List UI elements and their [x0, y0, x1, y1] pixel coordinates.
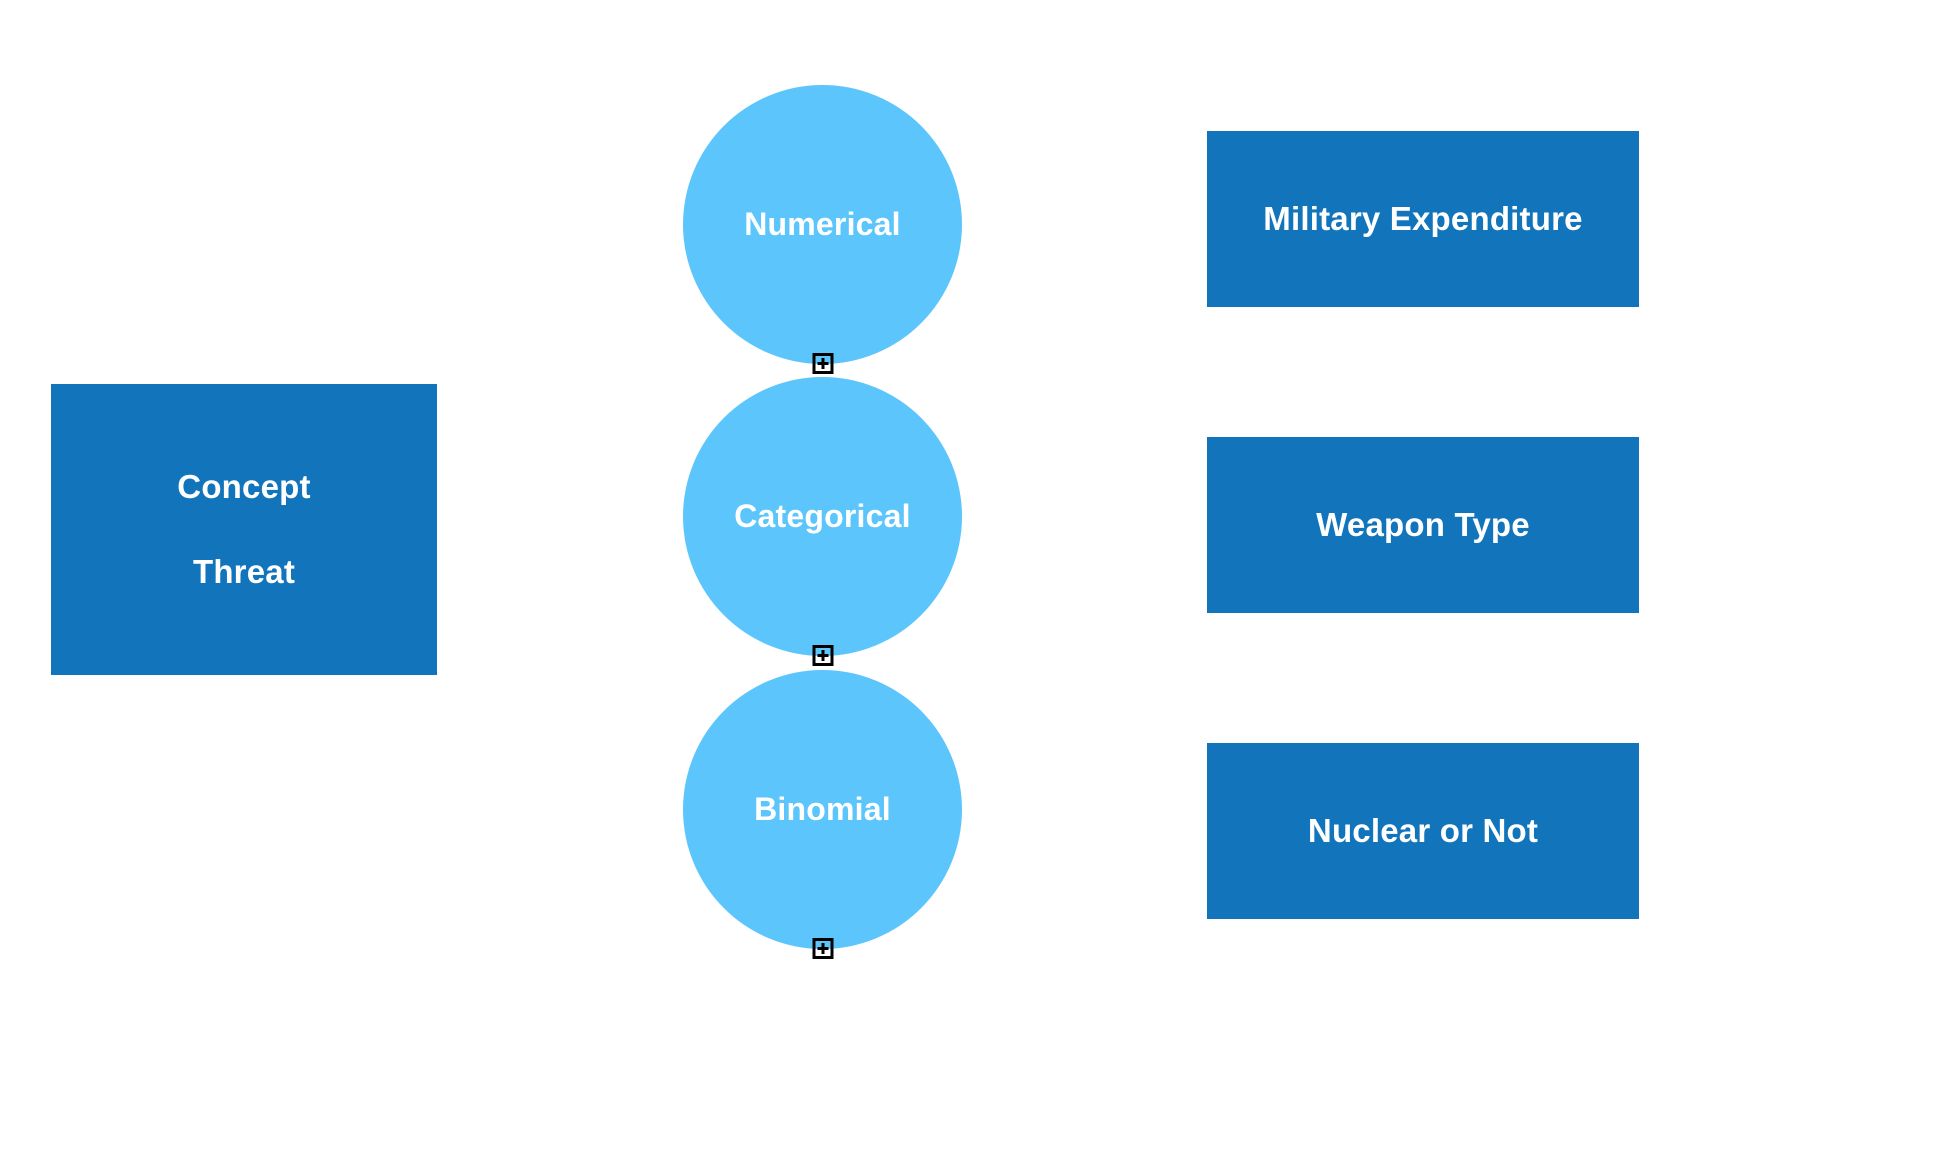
variable-label: Military Expenditure — [1263, 200, 1583, 237]
circle-shape: Categorical — [683, 377, 962, 656]
variable-label: Nuclear or Not — [1307, 812, 1539, 849]
data-type-node-categorical[interactable]: Categorical — [683, 377, 962, 666]
data-type-node-binomial[interactable]: Binomial — [683, 670, 962, 959]
expand-binomial-button[interactable] — [812, 938, 833, 959]
variable-node-military-expenditure[interactable]: Military Expenditure — [1207, 131, 1639, 307]
concept-title: Concept — [177, 468, 311, 506]
variable-label: Weapon Type — [1316, 506, 1530, 543]
concept-node[interactable]: Concept Threat — [51, 384, 437, 675]
data-type-node-numerical[interactable]: Numerical — [683, 85, 962, 374]
plus-icon-vertical — [821, 650, 824, 661]
expand-categorical-button[interactable] — [812, 645, 833, 666]
data-type-label: Categorical — [734, 498, 911, 534]
variable-node-weapon-type[interactable]: Weapon Type — [1207, 437, 1639, 613]
plus-icon-vertical — [821, 358, 824, 369]
variable-node-nuclear-or-not[interactable]: Nuclear or Not — [1207, 743, 1639, 919]
concept-name: Threat — [192, 552, 296, 590]
expand-numerical-button[interactable] — [812, 353, 833, 374]
data-type-label: Binomial — [754, 791, 891, 827]
data-type-label: Numerical — [744, 206, 901, 242]
circle-shape: Binomial — [683, 670, 962, 949]
circle-shape: Numerical — [683, 85, 962, 364]
plus-icon-vertical — [821, 943, 824, 954]
